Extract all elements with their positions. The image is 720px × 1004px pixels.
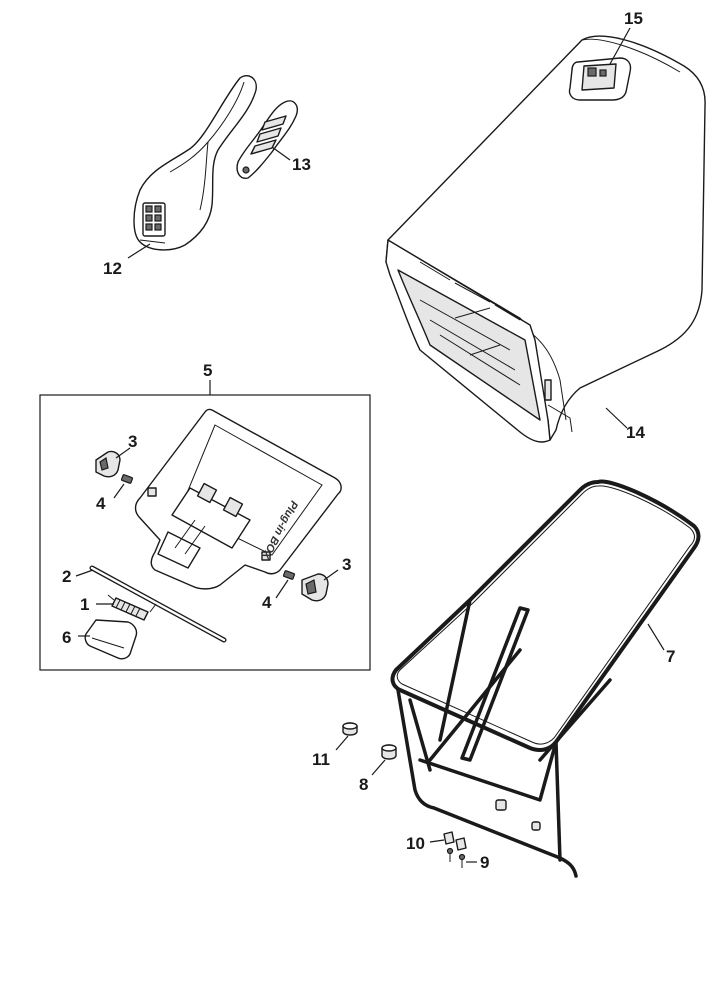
callout-2: 2: [62, 567, 71, 586]
leader-4b: [275, 579, 289, 599]
part-flap: Plug-in BOX: [134, 408, 342, 590]
part-4-lower-pin: [282, 570, 296, 580]
leader-2: [75, 569, 94, 577]
callout-11: 11: [312, 750, 330, 769]
part-1-spring: [107, 594, 157, 621]
part-2-hinge-rod: [89, 565, 227, 643]
leader-13: [271, 146, 291, 161]
callout-8: 8: [359, 775, 368, 794]
leader-11: [335, 735, 349, 751]
callout-9: 9: [480, 853, 489, 872]
callout-7: 7: [666, 647, 675, 666]
callout-6: 6: [62, 628, 71, 647]
leader-3a: [115, 447, 131, 459]
leader-12: [127, 243, 151, 259]
leader-3b: [323, 569, 339, 581]
part-13-handle-insert: [236, 100, 298, 179]
leader-15: [609, 27, 631, 65]
callout-3a: 3: [128, 432, 137, 451]
assembly-5-frame: [39, 394, 371, 671]
part-4-upper-pin: [120, 474, 134, 484]
part-14-grass-box: [385, 35, 706, 443]
part-8-cap: [381, 744, 397, 760]
callout-13: 13: [292, 155, 311, 174]
part-15-fill-indicator: [568, 57, 632, 101]
part-6-flap-cover: [84, 619, 138, 660]
callout-4a: 4: [96, 494, 106, 513]
callout-5: 5: [203, 361, 212, 380]
leader-4a: [113, 483, 125, 499]
callout-4b: 4: [262, 593, 272, 612]
callout-12: 12: [103, 259, 122, 278]
part-12-handle-cover: [133, 74, 257, 251]
part-3-upper-hinge-cap: [95, 450, 121, 478]
callout-14: 14: [626, 423, 645, 442]
part-3-lower-hinge-cap: [301, 573, 329, 602]
callout-1: 1: [80, 595, 89, 614]
part-7-wire-frame: [390, 479, 701, 878]
part-10-clips: [443, 831, 467, 851]
part-11-cap: [342, 722, 358, 736]
callout-10: 10: [406, 834, 425, 853]
callout-3b: 3: [342, 555, 351, 574]
callout-15: 15: [624, 9, 643, 28]
part-9-screws: [446, 847, 466, 868]
leader-10: [429, 839, 445, 843]
leader-7: [647, 623, 665, 651]
leader-8: [371, 759, 386, 776]
leader-14: [605, 407, 628, 429]
